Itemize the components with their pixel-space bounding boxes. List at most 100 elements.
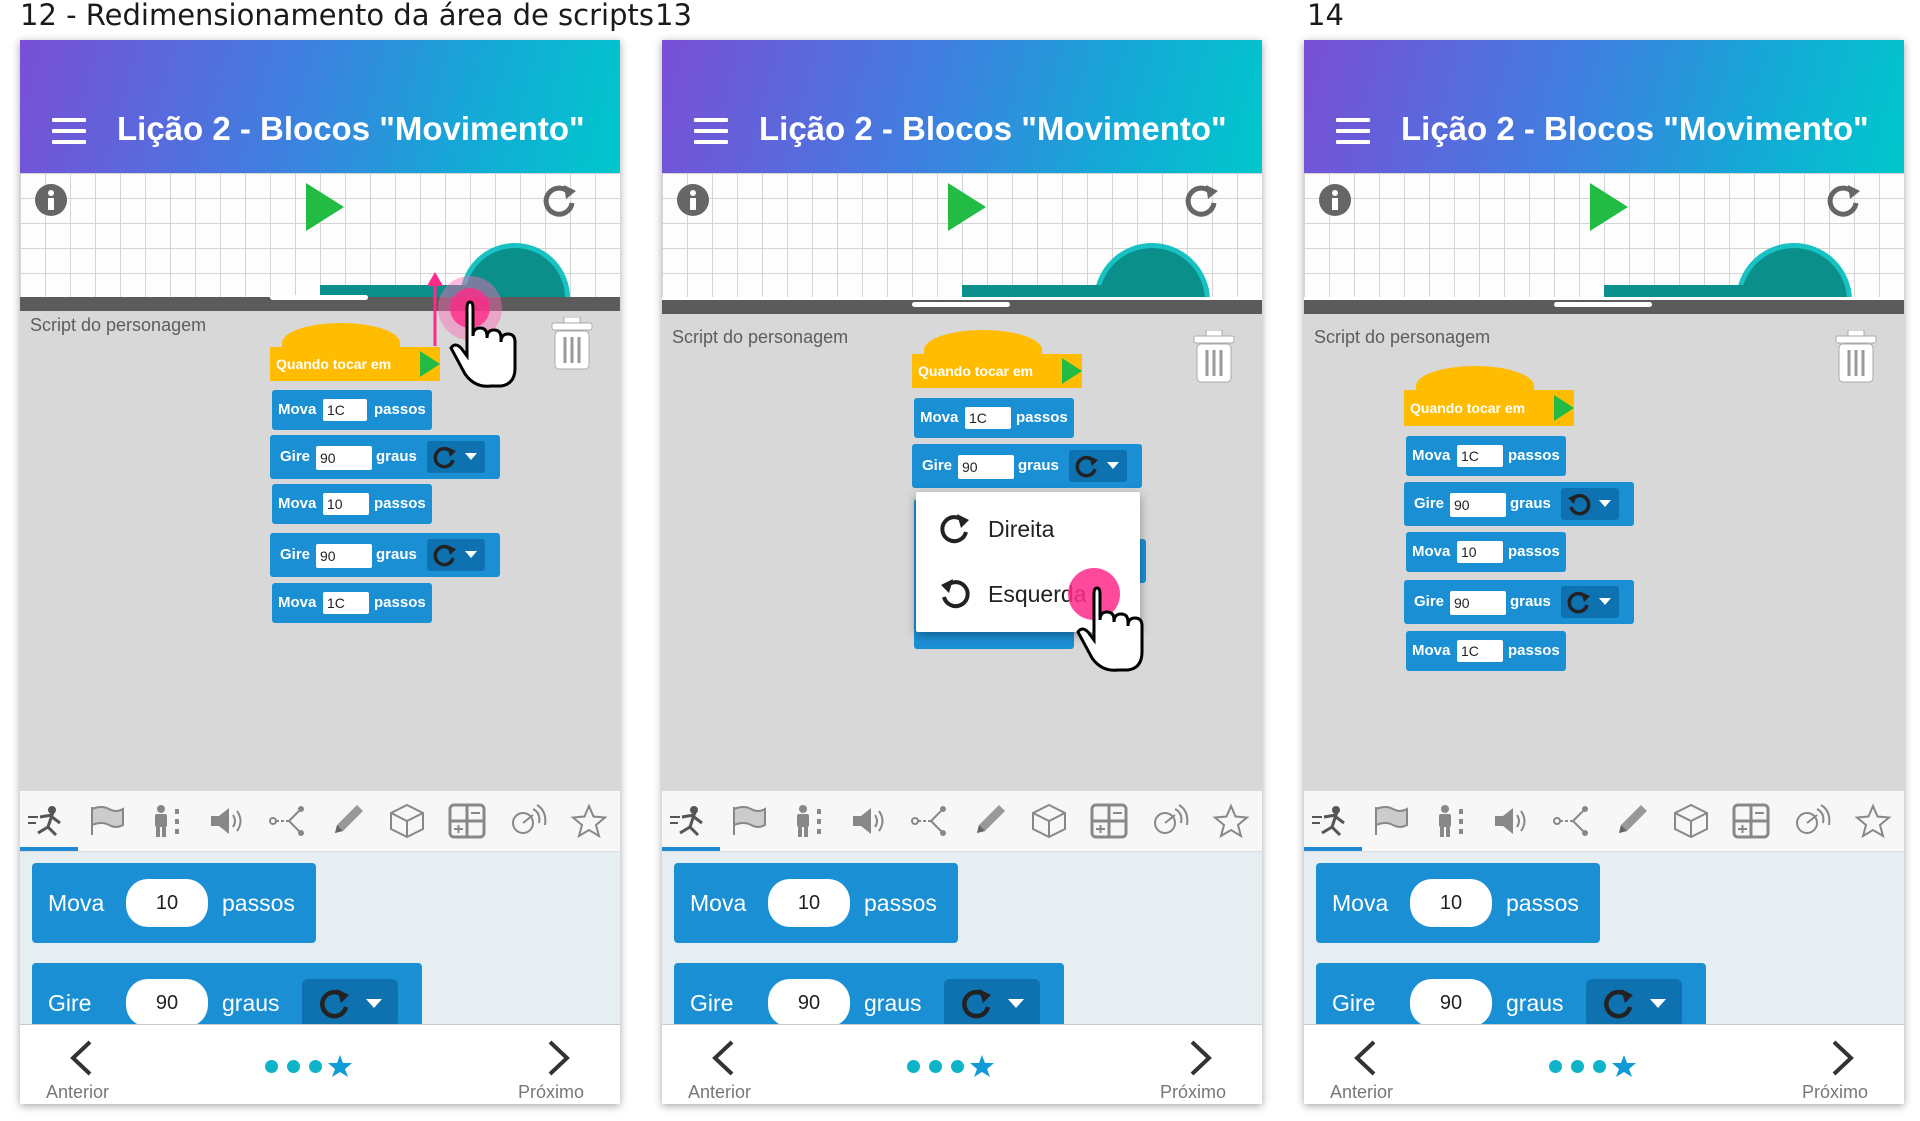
- direction-dropdown[interactable]: [944, 979, 1040, 1027]
- sensing-icon[interactable]: [1671, 803, 1711, 839]
- when-tapped-block[interactable]: Quando tocar em: [270, 347, 440, 381]
- page-dot[interactable]: [287, 1060, 300, 1073]
- play-icon[interactable]: [304, 181, 346, 233]
- operators-icon[interactable]: [1731, 803, 1771, 839]
- character-sprite[interactable]: [1736, 243, 1852, 297]
- info-icon[interactable]: [676, 183, 710, 217]
- play-icon[interactable]: [946, 181, 988, 233]
- page-dot[interactable]: [1593, 1060, 1606, 1073]
- operators-icon[interactable]: [1089, 803, 1129, 839]
- move-block[interactable]: Mova 10 passos: [272, 484, 432, 524]
- motion-icon[interactable]: [668, 803, 708, 839]
- chevron-right-icon[interactable]: [1830, 1039, 1856, 1077]
- sound-icon[interactable]: [207, 803, 247, 839]
- looks-icon[interactable]: [789, 803, 829, 839]
- page-dot[interactable]: [951, 1060, 964, 1073]
- chevron-left-icon[interactable]: [710, 1039, 736, 1077]
- sound-icon[interactable]: [1491, 803, 1531, 839]
- resize-handle[interactable]: [912, 302, 1010, 307]
- trash-icon[interactable]: [550, 317, 594, 371]
- events-icon[interactable]: [1371, 803, 1411, 839]
- chevron-right-icon[interactable]: [1188, 1039, 1214, 1077]
- steps-input[interactable]: 1C: [323, 399, 367, 421]
- next-label[interactable]: Próximo: [518, 1082, 585, 1102]
- favorites-icon[interactable]: [1853, 803, 1893, 839]
- turn-block[interactable]: Gire 90 graus: [1404, 482, 1634, 526]
- steps-input[interactable]: 10: [126, 879, 208, 927]
- direction-dropdown[interactable]: [1069, 450, 1127, 482]
- info-icon[interactable]: [1318, 183, 1352, 217]
- turn-block[interactable]: Gire 90 graus: [270, 533, 500, 577]
- resize-bar[interactable]: [662, 300, 1262, 314]
- degrees-input[interactable]: 90: [958, 455, 1014, 479]
- steps-input[interactable]: 10: [768, 879, 850, 927]
- events-icon[interactable]: [87, 803, 127, 839]
- degrees-input[interactable]: 90: [316, 446, 372, 470]
- direction-dropdown[interactable]: [1561, 488, 1619, 520]
- move-block[interactable]: Mova 1C passos: [272, 390, 432, 430]
- move-block[interactable]: Mova 1C passos: [272, 583, 432, 623]
- direction-dropdown[interactable]: [1561, 586, 1619, 618]
- control-icon[interactable]: [1551, 803, 1591, 839]
- pen-icon[interactable]: [969, 803, 1009, 839]
- variables-icon[interactable]: [507, 803, 547, 839]
- page-dot[interactable]: [1549, 1060, 1562, 1073]
- page-dot[interactable]: [929, 1060, 942, 1073]
- looks-icon[interactable]: [1431, 803, 1471, 839]
- direction-dropdown[interactable]: [427, 441, 485, 473]
- steps-input[interactable]: 10: [1410, 879, 1492, 927]
- degrees-input[interactable]: 90: [1410, 979, 1492, 1027]
- move-block[interactable]: Mova 1C passos: [914, 398, 1074, 438]
- resize-handle[interactable]: [1554, 302, 1652, 307]
- pen-icon[interactable]: [1611, 803, 1651, 839]
- turn-block[interactable]: Gire 90 graus: [270, 435, 500, 479]
- palette-move-block[interactable]: Mova 10 passos: [674, 863, 958, 943]
- looks-icon[interactable]: [147, 803, 187, 839]
- direction-dropdown[interactable]: [427, 539, 485, 571]
- move-block[interactable]: Mova 1C passos: [1406, 436, 1566, 476]
- sensing-icon[interactable]: [1029, 803, 1069, 839]
- next-label[interactable]: Próximo: [1802, 1082, 1869, 1102]
- script-area[interactable]: Script do personagem Quando tocar em Mov…: [20, 311, 620, 791]
- resize-handle[interactable]: [270, 295, 368, 300]
- direction-dropdown[interactable]: [302, 979, 398, 1027]
- motion-icon[interactable]: [26, 803, 66, 839]
- turn-block[interactable]: Gire 90 graus: [912, 444, 1142, 488]
- degrees-input[interactable]: 90: [1450, 493, 1506, 517]
- when-tapped-block[interactable]: Quando tocar em: [1404, 390, 1574, 426]
- chevron-right-icon[interactable]: [546, 1039, 572, 1077]
- degrees-input[interactable]: 90: [768, 979, 850, 1027]
- move-block[interactable]: Mova 10 passos: [1406, 532, 1566, 572]
- page-dot[interactable]: [265, 1060, 278, 1073]
- prev-label[interactable]: Anterior: [688, 1082, 752, 1102]
- degrees-input[interactable]: 90: [316, 544, 372, 568]
- next-label[interactable]: Próximo: [1160, 1082, 1227, 1102]
- page-dot[interactable]: [907, 1060, 920, 1073]
- steps-input[interactable]: 10: [1457, 541, 1503, 563]
- trash-icon[interactable]: [1834, 330, 1878, 384]
- info-icon[interactable]: [34, 183, 68, 217]
- favorites-icon[interactable]: [569, 803, 609, 839]
- menu-icon[interactable]: [1336, 118, 1370, 144]
- steps-input[interactable]: 10: [323, 493, 369, 515]
- menu-icon[interactable]: [52, 118, 86, 144]
- page-dot[interactable]: [309, 1060, 322, 1073]
- reset-icon[interactable]: [540, 181, 578, 219]
- events-icon[interactable]: [729, 803, 769, 839]
- sensing-icon[interactable]: [387, 803, 427, 839]
- character-sprite[interactable]: [1094, 243, 1210, 297]
- page-dot[interactable]: [1571, 1060, 1584, 1073]
- steps-input[interactable]: 1C: [1457, 445, 1503, 467]
- favorites-icon[interactable]: [1211, 803, 1251, 839]
- variables-icon[interactable]: [1149, 803, 1189, 839]
- control-icon[interactable]: [267, 803, 307, 839]
- prev-label[interactable]: Anterior: [46, 1082, 110, 1102]
- steps-input[interactable]: 1C: [323, 592, 369, 614]
- reset-icon[interactable]: [1824, 181, 1862, 219]
- steps-input[interactable]: 1C: [1457, 640, 1503, 662]
- operators-icon[interactable]: [447, 803, 487, 839]
- degrees-input[interactable]: 90: [1450, 591, 1506, 615]
- palette-move-block[interactable]: Mova 10 passos: [1316, 863, 1600, 943]
- when-tapped-block[interactable]: Quando tocar em: [912, 354, 1082, 388]
- chevron-left-icon[interactable]: [1352, 1039, 1378, 1077]
